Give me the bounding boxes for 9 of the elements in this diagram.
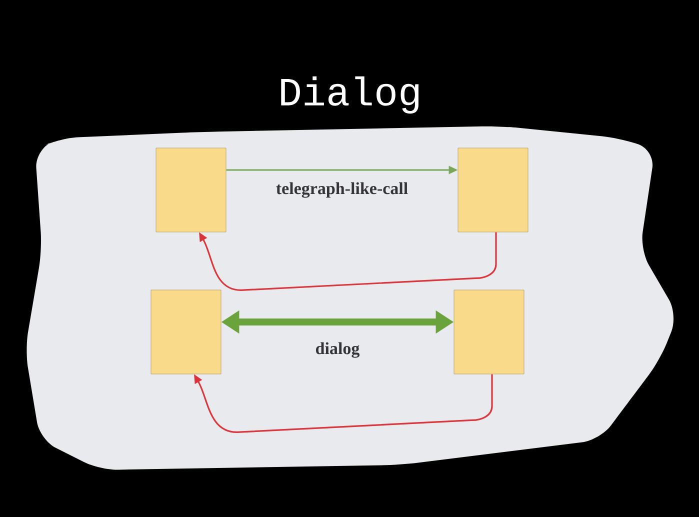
arrow: [199, 232, 497, 291]
box: [150, 290, 222, 374]
edge-label: telegraph-like-call: [274, 180, 410, 200]
arrow: [194, 374, 493, 433]
box: [454, 290, 524, 374]
title: Dialog: [281, 76, 419, 114]
box: [156, 148, 226, 232]
edge-label: dialog: [313, 340, 362, 360]
box: [458, 148, 528, 232]
